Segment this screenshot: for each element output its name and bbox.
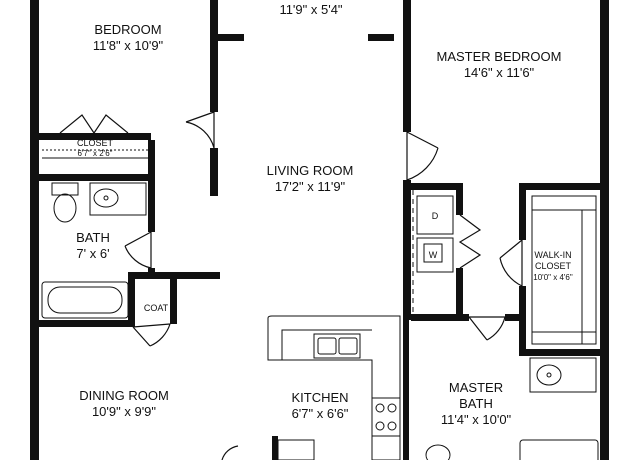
top-center-dim: 11'9" x 5'4" xyxy=(279,2,342,17)
closet-name: CLOSET xyxy=(77,138,114,148)
kitchen-name: KITCHEN xyxy=(291,390,348,405)
labels: BEDROOM 11'8" x 10'9" 11'9" x 5'4" MASTE… xyxy=(76,2,573,427)
living-room-dim: 17'2" x 11'9" xyxy=(275,179,346,194)
bath-name: BATH xyxy=(76,230,110,245)
master-bedroom-dim: 14'6" x 11'6" xyxy=(464,65,535,80)
fixtures xyxy=(41,149,599,460)
master-bath-name-2: BATH xyxy=(459,396,493,411)
dining-room-name: DINING ROOM xyxy=(79,388,169,403)
master-bath-dim: 11'4" x 10'0" xyxy=(441,412,512,427)
bedroom-dim: 11'8" x 10'9" xyxy=(93,38,164,53)
walk-in-closet-dim: 10'0" x 4'6" xyxy=(533,273,573,282)
bath-dim: 7' x 6' xyxy=(76,246,109,261)
dryer-label: D xyxy=(432,211,439,221)
living-room-name: LIVING ROOM xyxy=(267,163,354,178)
bedroom-name: BEDROOM xyxy=(94,22,161,37)
master-bedroom-name: MASTER BEDROOM xyxy=(437,49,562,64)
walk-in-closet-name-1: WALK-IN xyxy=(534,250,571,260)
washer-label: W xyxy=(429,250,438,260)
walls xyxy=(30,0,609,460)
dining-room-dim: 10'9" x 9'9" xyxy=(92,404,156,419)
kitchen-dim: 6'7" x 6'6" xyxy=(292,406,349,421)
doors xyxy=(59,111,523,460)
coat-closet-name: COAT xyxy=(144,303,169,313)
closet-dim: 6'7" x 2'6" xyxy=(78,149,113,158)
master-bath-name: MASTER xyxy=(449,380,503,395)
walk-in-closet-name-2: CLOSET xyxy=(535,261,572,271)
